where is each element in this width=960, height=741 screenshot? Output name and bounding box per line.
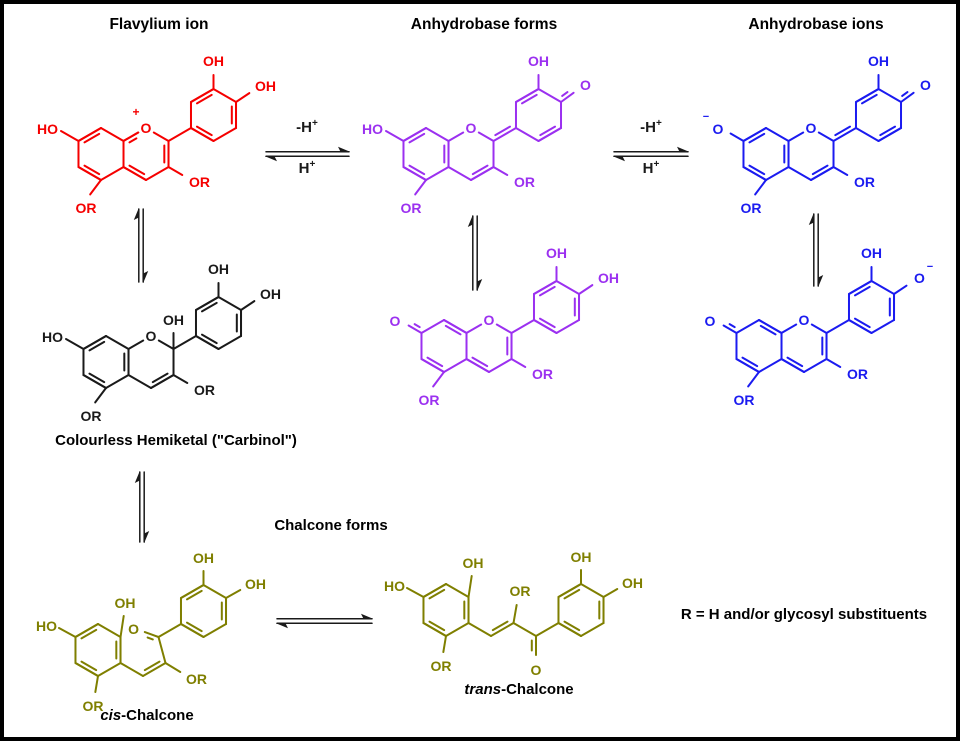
cis-chalcone-structure: HO OH OR OR O OH OH [36, 550, 266, 714]
or-substituent-label: OR [186, 671, 207, 687]
title-flavylium-ion: Flavylium ion [109, 16, 209, 33]
anhydrobase-quinoid-7keto-structure: O O OR OR OH OH [390, 245, 619, 408]
negative-charge-label: − [703, 111, 709, 123]
title-anhydrobase-ions: Anhydrobase ions [748, 16, 884, 33]
hydroxyl-label: OH [203, 53, 224, 69]
or-substituent-label: OR [510, 583, 531, 599]
carbonyl-oxygen-label: O [128, 621, 139, 637]
ring-oxygen-label: O [806, 120, 817, 136]
hydroxyl-label: HO [37, 121, 58, 137]
plus-superscript: + [311, 118, 318, 129]
or-substituent-label: OR [734, 392, 755, 408]
equilibrium-arrow [265, 146, 350, 162]
hydroxyl-label: OH [868, 53, 889, 69]
equilibrium-arrow [613, 146, 689, 162]
equilibrium-arrow [276, 613, 373, 629]
or-substituent-label: OR [854, 174, 875, 190]
ring-oxygen-label: O [146, 328, 157, 344]
keto-oxygen-label: O [390, 313, 401, 329]
hydroxyl-label: OH [115, 595, 136, 611]
or-substituent-label: OR [514, 174, 535, 190]
negative-charge-label: − [927, 261, 933, 273]
trans-prefix: trans [464, 681, 502, 698]
hydroxyl-label: OH [193, 550, 214, 566]
protonation-text: H [298, 160, 310, 177]
ring-oxygen-label: O [799, 312, 810, 328]
carbonyl-oxygen-label: O [531, 662, 542, 678]
reaction-scheme-svg: O+HOOROROHOHOHOOROROHOOO−OROROHOOHOORORO… [36, 53, 934, 714]
title-anhydrobase-forms: Anhydrobase forms [410, 16, 558, 33]
or-substituent-label: OR [401, 200, 422, 216]
trans-chalcone-structure: HO OH OR OR O OH OH [384, 549, 643, 678]
trans-suffix: -Chalcone [501, 681, 574, 698]
r-substituent-note: R = H and/or glycosyl substituents [680, 606, 928, 623]
equilibrium-arrow [134, 471, 150, 543]
keto-oxygen-label: O [920, 77, 931, 93]
hydroxyl-label: OH [861, 245, 882, 261]
or-substituent-label: OR [419, 392, 440, 408]
hemiketal-structure: O HO OR OR OH OH OH [42, 261, 281, 424]
or-substituent-label: OR [741, 200, 762, 216]
or-substituent-label: OR [532, 366, 553, 382]
or-substituent-label: OR [83, 698, 104, 714]
hydroxyl-label: HO [36, 618, 57, 634]
or-substituent-label: OR [76, 200, 97, 216]
cis-chalcone-caption: cis-Chalcone [47, 707, 247, 724]
hydroxyl-label: OH [571, 549, 592, 565]
phenolate-oxygen-label: O [713, 121, 724, 137]
plus-superscript: + [653, 159, 660, 170]
hydroxyl-label: HO [42, 329, 63, 345]
hydroxyl-label: OH [528, 53, 549, 69]
ring-oxygen-label: O [141, 120, 152, 136]
hydroxyl-label: OH [260, 286, 281, 302]
ring-oxygen-label: O [484, 312, 495, 328]
or-substituent-label: OR [847, 366, 868, 382]
protonation-label: H+ [276, 159, 338, 177]
or-substituent-label: OR [431, 658, 452, 674]
cis-suffix: -Chalcone [121, 707, 194, 724]
deprotonation-text: -H [296, 119, 312, 136]
hemiketal-caption: Colourless Hemiketal ("Carbinol") [55, 432, 297, 449]
chalcone-forms-caption: Chalcone forms [274, 517, 388, 534]
equilibrium-arrow [467, 215, 483, 291]
equilibrium-arrow [133, 208, 149, 283]
hydroxyl-label: OH [245, 576, 266, 592]
protonation-label: H+ [620, 159, 682, 177]
hydroxyl-label: OH [598, 270, 619, 286]
hydroxyl-label: HO [362, 121, 383, 137]
ring-oxygen-label: O [466, 120, 477, 136]
deprotonation-label: -H+ [276, 118, 338, 136]
trans-chalcone-caption: trans-Chalcone [419, 681, 619, 698]
or-substituent-label: OR [194, 382, 215, 398]
positive-charge-label: + [132, 105, 139, 119]
flavylium-structure: O+ HO OR OR OH OH [37, 53, 276, 216]
or-substituent-label: OR [81, 408, 102, 424]
hydroxyl-label: OH [255, 78, 276, 94]
hydroxyl-label: OH [546, 245, 567, 261]
hydroxyl-label: OH [208, 261, 229, 277]
plus-superscript: + [309, 159, 316, 170]
hemiketal-hydroxyl-label: OH [163, 312, 184, 328]
phenolate-oxygen-label: O [914, 270, 925, 286]
plus-superscript: + [655, 118, 662, 129]
or-substituent-label: OR [189, 174, 210, 190]
equilibrium-arrow [808, 213, 824, 287]
hydroxyl-label: OH [463, 555, 484, 571]
hydroxyl-label: OH [622, 575, 643, 591]
keto-oxygen-label: O [705, 313, 716, 329]
keto-oxygen-label: O [580, 77, 591, 93]
deprotonation-text: -H [640, 119, 656, 136]
protonation-text: H [642, 160, 654, 177]
hydroxyl-label: HO [384, 578, 405, 594]
deprotonation-label: -H+ [620, 118, 682, 136]
cis-prefix: cis [100, 707, 122, 724]
